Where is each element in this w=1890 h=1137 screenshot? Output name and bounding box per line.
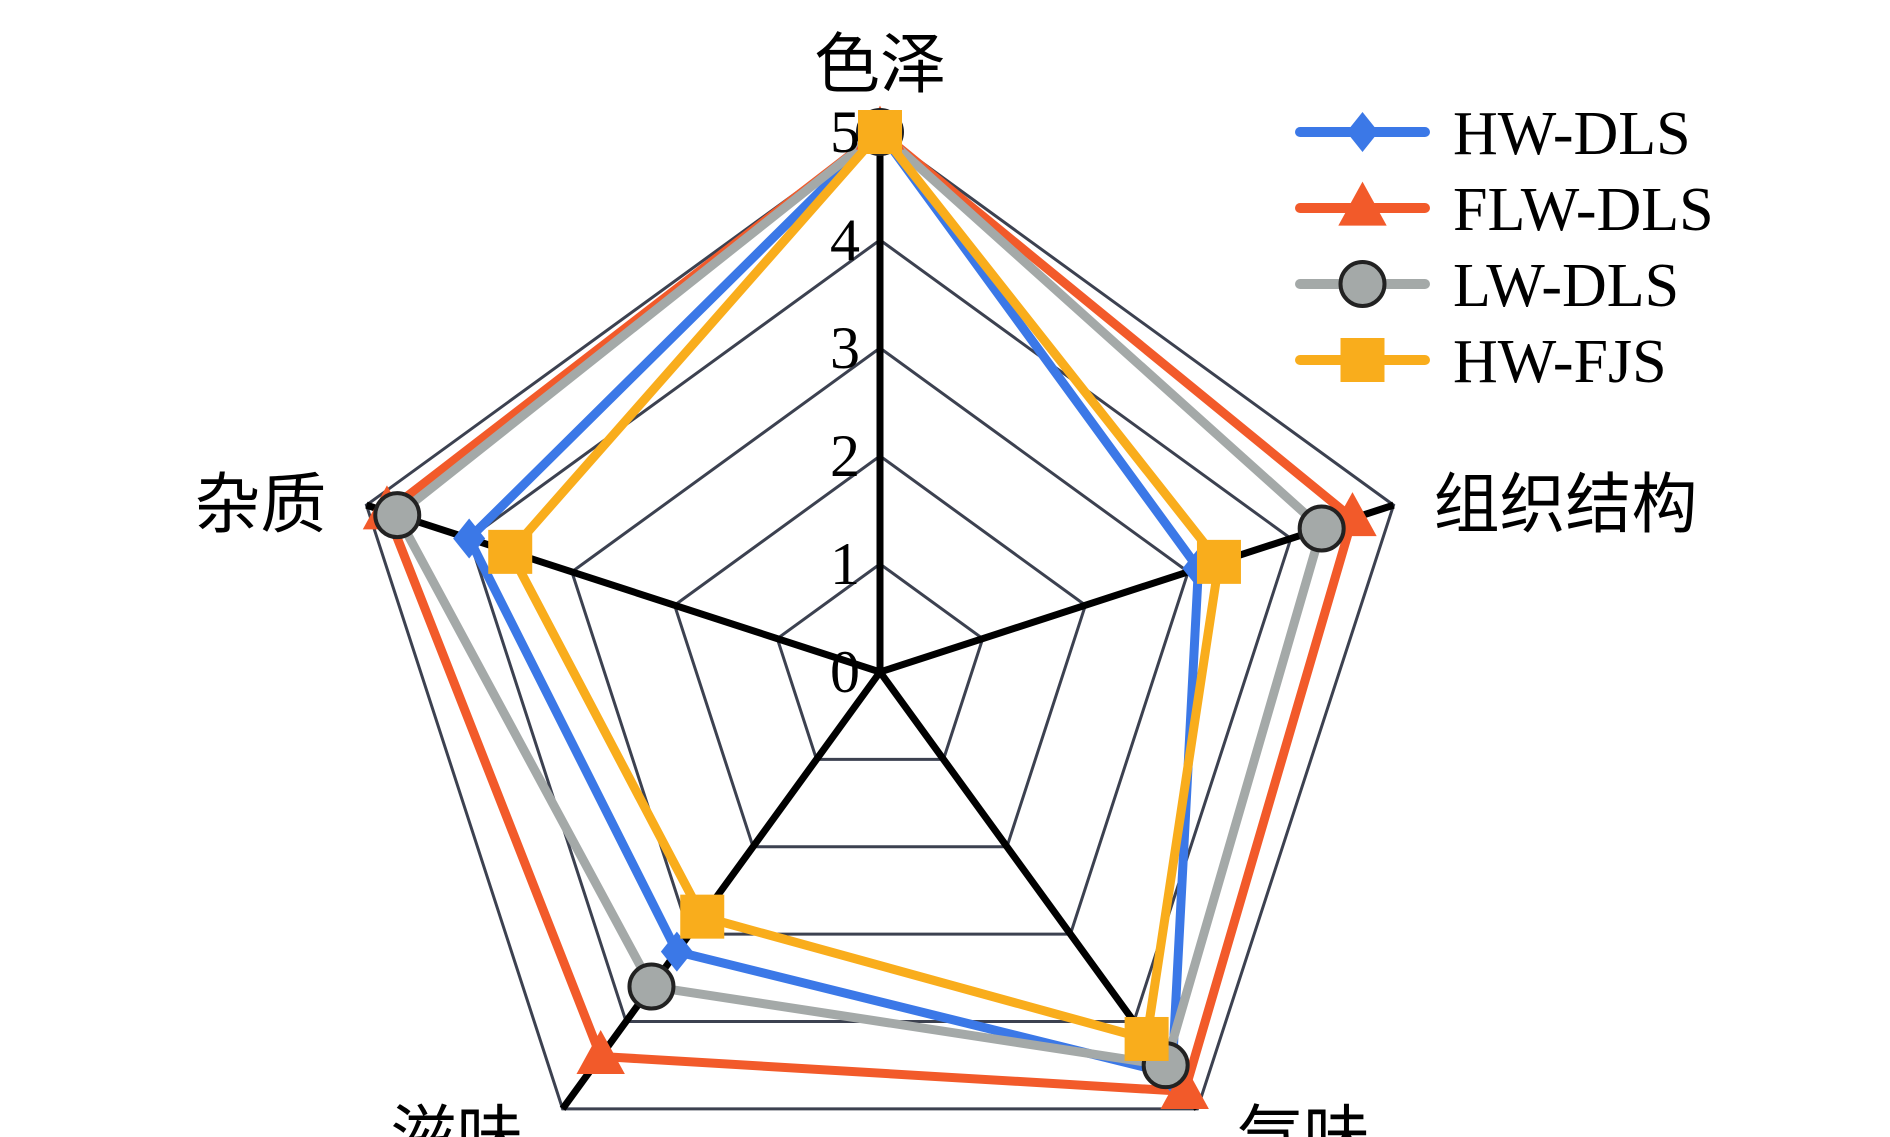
- grid-ring-1: [775, 562, 985, 761]
- axis-label-4: 杂质: [194, 466, 326, 543]
- legend-item-hw-fjs: HW-FJS: [1295, 328, 1667, 396]
- legend-item-hw-dls: HW-DLS: [1295, 100, 1691, 168]
- legend: HW-DLS FLW-DLS LW-DLS HW-FJS: [1295, 100, 1714, 396]
- legend-item-lw-dls: LW-DLS: [1295, 252, 1679, 320]
- tick-label-5: 5: [830, 99, 860, 165]
- axis-label-2: 气味: [1237, 1098, 1369, 1137]
- axis-label-3: 滋味: [391, 1098, 523, 1137]
- marker-hw-fjs-3: [680, 894, 725, 939]
- marker-flw-dls-3: [576, 1030, 625, 1075]
- axis-label-1: 组织结构: [1434, 466, 1698, 543]
- grid-ring-2: [672, 454, 1088, 849]
- legend-label: HW-FJS: [1453, 328, 1667, 396]
- legend-marker: [1338, 181, 1387, 226]
- tick-label-4: 4: [830, 207, 860, 273]
- marker-hw-dls-3: [660, 931, 693, 972]
- marker-lw-dls-4: [373, 491, 422, 540]
- series-line-hw-fjs: [505, 127, 1224, 1044]
- series-line-lw-dls: [392, 127, 1327, 1070]
- legend-marker: [1338, 260, 1387, 308]
- marker-lw-dls-3: [627, 962, 676, 1011]
- grid-ring-3: [570, 346, 1190, 936]
- series-markers: [362, 105, 1377, 1109]
- marker-hw-fjs-1: [1196, 539, 1241, 584]
- legend-label: FLW-DLS: [1453, 176, 1714, 244]
- marker-hw-dls-4: [453, 518, 486, 559]
- marker-hw-fjs-2: [1124, 1016, 1169, 1061]
- tick-label-1: 1: [830, 531, 860, 597]
- axis-spoke-4: [365, 501, 882, 676]
- series-line-flw-dls: [382, 127, 1357, 1096]
- tick-labels: 0 1 2 3 4 5: [830, 99, 860, 705]
- axis-label-0: 色泽: [814, 26, 946, 103]
- axis-spoke-3: [559, 669, 883, 1111]
- grid-ring-5: [364, 130, 1396, 1111]
- series-line-hw-dls: [464, 127, 1203, 1079]
- series-lines: [382, 127, 1357, 1096]
- legend-marker: [1346, 112, 1379, 152]
- marker-hw-fjs-4: [488, 529, 533, 574]
- tick-label-0: 0: [830, 639, 860, 705]
- legend-label: LW-DLS: [1453, 252, 1679, 320]
- legend-marker: [1340, 338, 1385, 382]
- tick-label-3: 3: [830, 315, 860, 381]
- legend-item-flw-dls: FLW-DLS: [1295, 176, 1714, 244]
- legend-label: HW-DLS: [1453, 100, 1691, 168]
- marker-lw-dls-1: [1297, 504, 1346, 553]
- marker-hw-fjs-0: [858, 110, 902, 154]
- marker-flw-dls-2: [1160, 1064, 1209, 1109]
- tick-label-2: 2: [830, 423, 860, 489]
